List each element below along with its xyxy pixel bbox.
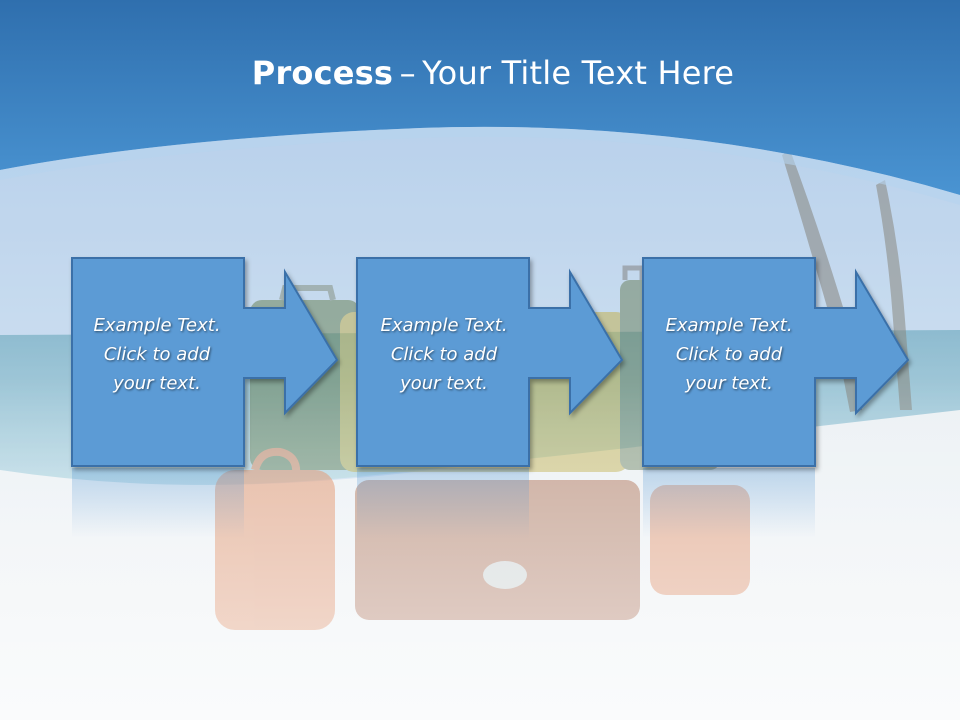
slide-title[interactable]: Process–Your Title Text Here bbox=[0, 54, 960, 92]
process-step-1-shape bbox=[71, 257, 339, 467]
step-text-line: Click to add bbox=[390, 344, 498, 365]
process-step-3-shape bbox=[642, 257, 910, 467]
step-text-line: your text. bbox=[400, 373, 488, 394]
title-separator: – bbox=[399, 54, 416, 92]
step-text-line: your text. bbox=[685, 373, 773, 394]
step-text-line: Example Text. bbox=[380, 315, 508, 336]
title-text: Your Title Text Here bbox=[422, 54, 735, 92]
step-text-line: your text. bbox=[113, 373, 201, 394]
step-text-line: Click to add bbox=[103, 344, 211, 365]
title-bold-part: Process bbox=[251, 54, 394, 92]
step-text-line: Example Text. bbox=[93, 315, 221, 336]
process-step-1-text[interactable]: Example Text. Click to add your text. bbox=[70, 311, 244, 398]
process-step-2-shape bbox=[356, 257, 624, 467]
step-text-line: Example Text. bbox=[665, 315, 793, 336]
reflection-graphic bbox=[72, 468, 815, 538]
step-text-line: Click to add bbox=[675, 344, 783, 365]
process-step-3-text[interactable]: Example Text. Click to add your text. bbox=[642, 311, 816, 398]
process-step-2-text[interactable]: Example Text. Click to add your text. bbox=[357, 311, 531, 398]
